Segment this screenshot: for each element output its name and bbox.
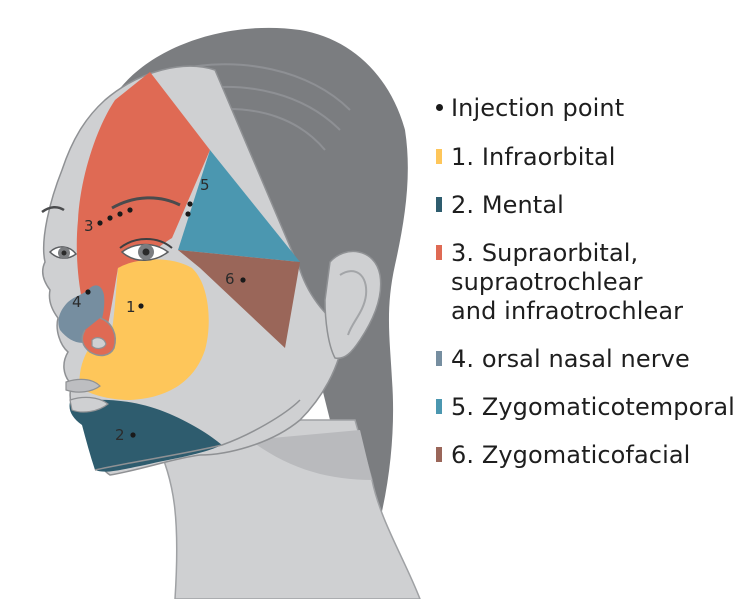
- nostril: [91, 337, 107, 350]
- left-eyebrow: [41, 206, 65, 214]
- legend-label: 2. Mental: [451, 191, 564, 219]
- legend-item-mental: 2. Mental: [436, 191, 746, 220]
- legend-item-infraorbital: 1. Infraorbital: [436, 143, 746, 172]
- legend-swatch: [436, 399, 442, 414]
- nose: [81, 317, 116, 357]
- lips: [65, 378, 101, 393]
- region-label-3: 3: [84, 217, 94, 235]
- injection-dot-icon: [436, 104, 443, 111]
- jaw-line: [94, 399, 301, 471]
- legend-injection-point: Injection point: [436, 94, 746, 123]
- region-label-5: 5: [200, 176, 210, 194]
- injection-point: [240, 277, 246, 283]
- legend-item-zygomaticofacial: 6. Zygomaticofacial: [436, 441, 746, 470]
- legend-swatch: [436, 245, 442, 260]
- legend: Injection point 1. Infraorbital 2. Menta…: [436, 94, 746, 489]
- legend-item-zygomaticotemporal: 5. Zygomaticotemporal: [436, 393, 746, 422]
- region-3-supraorbital: [76, 72, 210, 331]
- injection-point: [85, 289, 91, 295]
- legend-label: 3. Supraorbital, supraotrochlear and inf…: [451, 239, 684, 325]
- right-eye: [119, 238, 173, 261]
- injection-point: [127, 207, 133, 213]
- legend-item-supraorbital: 3. Supraorbital, supraotrochlear and inf…: [436, 239, 746, 326]
- legend-item-dorsal-nasal: 4. orsal nasal nerve: [436, 345, 746, 374]
- lower-lip: [69, 396, 109, 413]
- injection-point: [97, 220, 103, 226]
- injection-point: [138, 303, 144, 309]
- ear: [324, 250, 382, 360]
- injection-point: [107, 215, 113, 221]
- left-eye: [48, 246, 78, 259]
- injection-point: [117, 211, 123, 217]
- injection-point: [187, 201, 193, 207]
- region-label-6: 6: [225, 270, 235, 288]
- legend-label: Injection point: [451, 94, 625, 122]
- legend-swatch: [436, 447, 442, 462]
- region-label-4: 4: [72, 293, 82, 311]
- region-5-zygomaticotemporal: [178, 150, 300, 262]
- legend-swatch: [436, 351, 442, 366]
- neck-shadow: [250, 430, 372, 480]
- ear-inner: [339, 270, 368, 336]
- region-label-2: 2: [115, 426, 125, 444]
- legend-swatch: [436, 197, 442, 212]
- legend-label: 6. Zygomaticofacial: [451, 441, 691, 469]
- region-label-1: 1: [126, 298, 136, 316]
- legend-label: 5. Zygomaticotemporal: [451, 393, 735, 421]
- right-eyebrow: [111, 196, 181, 210]
- injection-points: [85, 201, 246, 438]
- injection-point: [185, 211, 191, 217]
- injection-point: [130, 432, 136, 438]
- region-1-infraorbital: [79, 259, 209, 400]
- legend-label: 4. orsal nasal nerve: [451, 345, 690, 373]
- legend-label: 1. Infraorbital: [451, 143, 616, 171]
- region-6-zygomaticofacial: [178, 250, 300, 348]
- legend-swatch: [436, 149, 442, 164]
